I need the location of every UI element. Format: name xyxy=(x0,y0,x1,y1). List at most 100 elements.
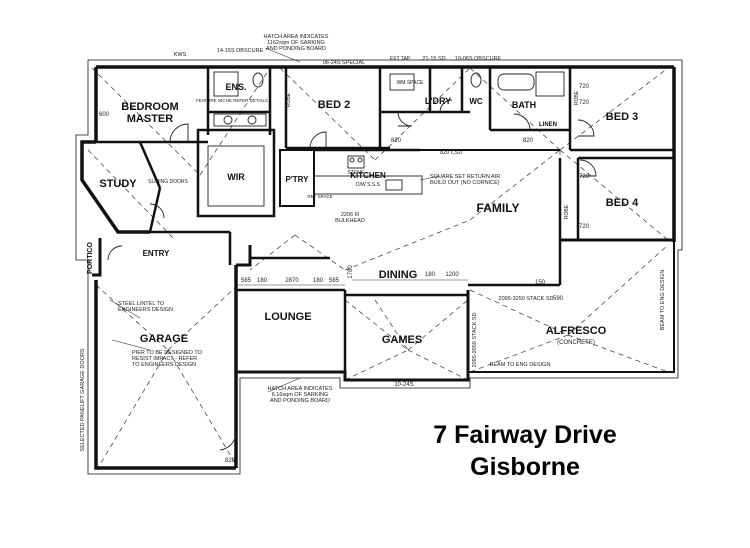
feature-niche-note: FEATURE NICHE REFER DETAILS xyxy=(196,98,268,103)
pier-note-3: TO ENGINEERS DESIGN xyxy=(132,362,196,368)
wc-toilet xyxy=(470,72,482,88)
bulkhead-note-1: 2206 III xyxy=(341,212,360,218)
dimension-lines xyxy=(109,47,468,393)
steel-lintel-note-1: STEEL LINTEL TO xyxy=(118,301,165,307)
room-label-laundry: L'DRY xyxy=(425,96,451,106)
fixtures xyxy=(213,71,565,191)
room-label-study: STUDY xyxy=(99,178,137,190)
kitchen-apps-note: D/W S.S.S xyxy=(356,182,381,188)
room-label-alfresco-sub: (CONCRETE) xyxy=(557,340,595,346)
dim-720c: 720 xyxy=(579,174,590,180)
room-labels: BEDROOM MASTER ENS. BED 2 L'DRY WC BATH … xyxy=(87,82,639,346)
stove-note: STOVE xyxy=(348,170,366,176)
ext-tap-note: EXT TAP xyxy=(390,56,411,62)
pier-note-2: RESIST IMPACT - REFER xyxy=(132,356,197,362)
address-line-2: Gisborne xyxy=(470,453,580,481)
room-label-alfresco: ALFRESCO xyxy=(546,325,607,337)
dim-180a: 180 xyxy=(257,278,268,284)
hatch-note-top-2: 1162sqm OF SARKING xyxy=(267,40,325,46)
wm-space-note: WM SPACE xyxy=(397,80,425,86)
dim-720d: 720 xyxy=(579,224,590,230)
dim-1780: 1780 xyxy=(348,265,354,279)
laundry-trough xyxy=(389,73,415,91)
dim-820c: 820 xyxy=(225,458,236,464)
dim-10-24s: 10-24S xyxy=(394,382,413,388)
sliding-doors-note: SLIDING DOORS xyxy=(148,179,188,185)
room-label-bed3: BED 3 xyxy=(606,111,638,123)
robe-note-bed2: ROBE xyxy=(286,92,292,107)
hatch-note-bottom-3: AND PONDING BOARD xyxy=(270,398,330,404)
dim-720b: 720 xyxy=(579,100,590,106)
dim-1200: 1200 xyxy=(445,272,459,278)
dim-585b: 585 xyxy=(329,278,340,284)
room-label-pantry: P'TRY xyxy=(286,175,310,184)
dim-600: 600 xyxy=(99,112,110,118)
room-label-linen: LINEN xyxy=(539,122,557,128)
dimension-values: 2870 585 180 180 585 1200 180 150 1780 8… xyxy=(99,84,590,464)
room-label-wir: WIR xyxy=(227,172,245,182)
beam-eng-note: BEAM TO ENG DESIGN xyxy=(490,362,551,368)
bulkhead-note-2: BULKHEAD xyxy=(335,218,365,224)
dim-180b: 180 xyxy=(313,278,324,284)
hatch-note-top-1: HATCH AREA INDICATES xyxy=(264,34,329,40)
kitchen-sink xyxy=(385,179,403,191)
room-label-dining: DINING xyxy=(379,269,418,281)
dim-720a: 720 xyxy=(579,84,590,90)
garage-doors-note: SELECTED PANELIFT GARAGE DOORS xyxy=(80,348,86,451)
hatch-note-bottom-2: 6.16sqm OF SARKING xyxy=(272,392,329,398)
ensuite-shower xyxy=(213,71,239,97)
room-label-family: FAMILY xyxy=(477,201,520,215)
bath-shower xyxy=(535,71,565,97)
square-set-note-1: SQUARE SET RETURN AIR xyxy=(430,174,500,180)
steel-lintel-note-2: ENGINEERS DESIGN xyxy=(118,307,173,313)
room-label-bed4: BED 4 xyxy=(606,197,639,209)
eave-outline xyxy=(75,59,683,475)
internal-walls xyxy=(96,67,674,372)
bath-tub xyxy=(497,73,535,91)
hatch-note-top-3: AND PONDING BOARD xyxy=(266,46,326,52)
beam-eng-side-note: BEAM TO ENG DESIGN xyxy=(660,270,666,331)
stove xyxy=(347,155,365,169)
obscure-window-note: 14-15S OBSCURE xyxy=(217,48,264,54)
dim-590: 590 xyxy=(553,296,564,302)
dim-820b: 820 xyxy=(523,138,534,144)
address-line-1: 7 Fairway Drive xyxy=(433,421,617,449)
roof-hip-lines xyxy=(87,67,669,469)
ensuite-vanity xyxy=(213,113,267,127)
room-label-lounge: LOUNGE xyxy=(264,311,311,323)
room-label-wc: WC xyxy=(469,97,483,106)
room-label-entry: ENTRY xyxy=(143,249,170,258)
square-set-note-2: BUILD OUT (NO CORNICE) xyxy=(430,180,500,186)
special-window-note: 06-24S SPECIAL xyxy=(323,60,366,66)
obscure-window-right-note: 10-06S OBSCURE xyxy=(455,56,502,62)
robe-note-bed3: ROBE xyxy=(574,90,580,105)
room-label-kitchen: KITCHEN xyxy=(350,171,386,180)
robe-note-bed4: ROBE xyxy=(564,204,570,219)
door-swings xyxy=(107,99,597,451)
room-label-games: GAMES xyxy=(382,334,422,346)
hatch-note-bottom-1: HATCH AREA INDICATES xyxy=(268,386,333,392)
annotations: HATCH AREA INDICATES 1162sqm OF SARKING … xyxy=(80,34,666,452)
room-label-bath: BATH xyxy=(512,100,536,110)
dim-150: 150 xyxy=(535,280,546,286)
sd-window-note: 21-15 SD xyxy=(422,56,445,62)
room-label-bed2: BED 2 xyxy=(318,99,350,111)
csd-note: 820 CSD xyxy=(440,150,462,156)
ensuite-toilet xyxy=(252,72,264,88)
external-walls xyxy=(80,65,676,470)
pier-note-1: PIER TO BE DESIGNED TO xyxy=(132,350,203,356)
stack-sd-note-1: 2095-3250 STACK SD xyxy=(499,296,554,302)
room-label-bedroom-master: BEDROOM xyxy=(121,101,178,113)
dim-180c: 180 xyxy=(425,272,436,278)
stack-sd-note-2: 2095-2050 STACK SD xyxy=(472,313,478,368)
dim-585: 585 xyxy=(241,278,252,284)
ref-space-note: REF SPACE xyxy=(307,194,332,199)
dim-820a: 820 xyxy=(391,138,402,144)
kws-note: KWS xyxy=(174,52,187,58)
room-label-garage: GARAGE xyxy=(140,333,188,345)
dim-2870: 2870 xyxy=(285,278,299,284)
room-label-ens: ENS. xyxy=(225,82,246,92)
room-label-portico: PORTICO xyxy=(87,242,94,274)
room-label-bedroom-master-2: MASTER xyxy=(127,113,174,125)
